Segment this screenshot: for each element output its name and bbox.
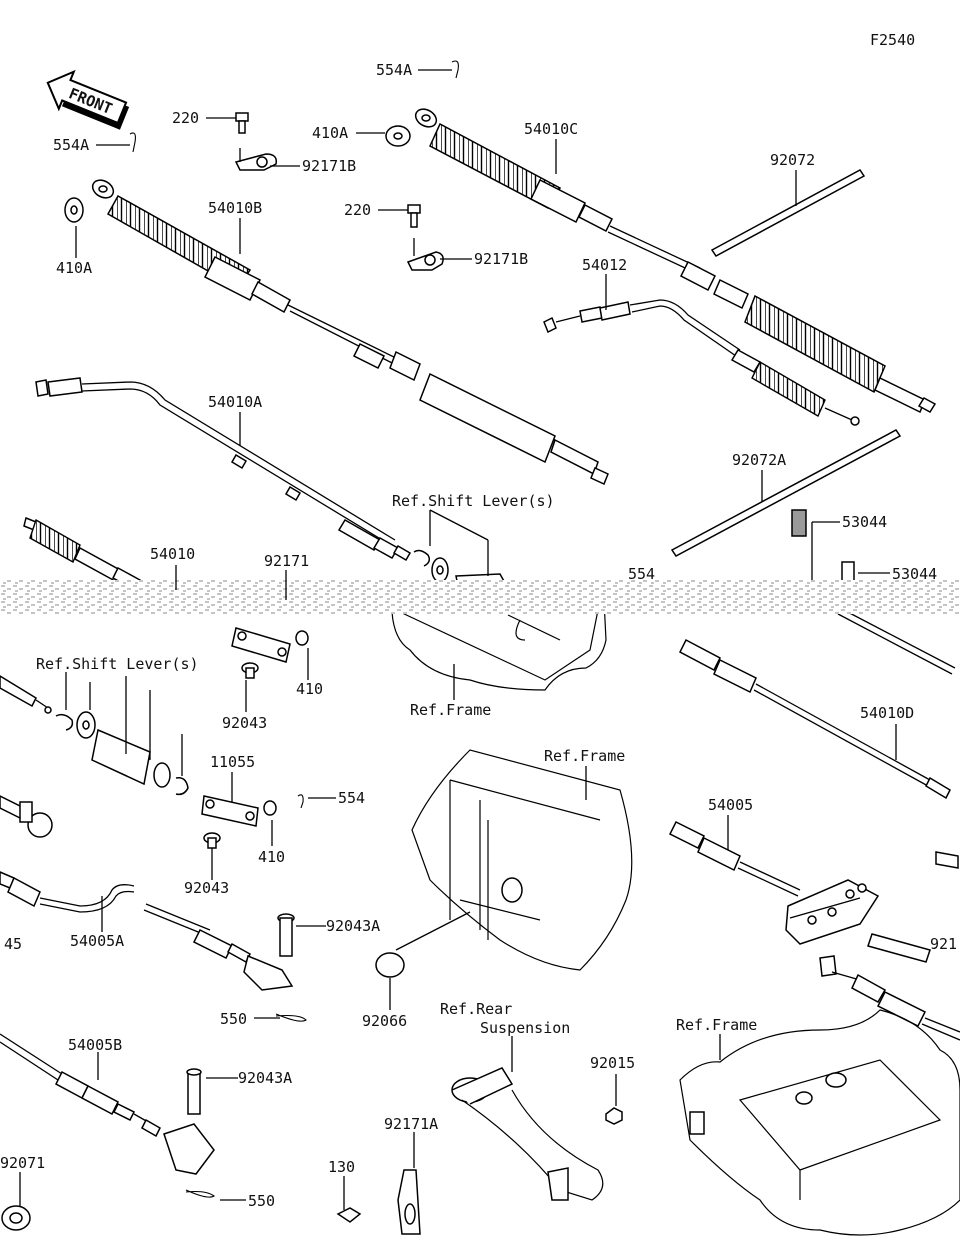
figure-code: F2540 [870,31,915,49]
label-92066: 92066 [362,1012,407,1030]
lever-92171 [231,627,291,663]
bolt-130 [336,1207,362,1223]
label-54005A: 54005A [70,932,124,950]
label-ref-shift-lever-upper: Ref.Shift Lever(s) [392,492,555,510]
label-130: 130 [328,1158,355,1176]
nut-92015 [605,1107,623,1125]
cotter-pin-550-a [275,1013,307,1022]
pin-92043-b [203,832,221,849]
suspension-ref [451,1067,604,1201]
cable-54010B [91,179,609,486]
clamp-92171B-a [234,148,278,171]
label-ref-rear-line1: Ref.Rear [440,1000,512,1018]
washer-410-b [263,800,277,816]
washer-410A-b [64,197,84,223]
label-54005B: 54005B [68,1036,122,1054]
cotter-pin-550-b [185,1189,215,1198]
cotter-pin-554A-left [129,132,136,153]
label-92171B-a: 92171B [302,157,356,175]
cable-54005B [0,1033,215,1175]
cable-tie-92072A [670,429,902,557]
label-554A-top: 554A [376,61,412,79]
cotter-pin-554-b [297,794,304,809]
cotter-pin-554A-top [451,60,459,79]
label-92043A-b: 92043A [238,1069,292,1087]
label-92072: 92072 [770,151,815,169]
label-54010A: 54010A [208,393,262,411]
label-554A-left: 554A [53,136,89,154]
frame-ref-middle [411,749,633,971]
label-92043-a: 92043 [222,714,267,732]
cable-tie-92072 [710,169,866,257]
pin-92043-a [241,662,259,679]
shift-lever-stack-lower [55,711,189,796]
frame-ref-lower [679,1009,960,1236]
cable-54012 [543,299,860,426]
label-410A-a: 410A [312,124,348,142]
label-92171: 92171 [264,552,309,570]
label-921: 921 [930,935,957,953]
label-554-a: 554 [628,565,655,583]
cable-lower-right [819,851,960,1041]
label-92072A: 92072A [732,451,786,469]
bolt-220-a [235,112,249,134]
leader-lines [19,69,897,1210]
spring-921 [867,933,931,963]
label-550-b: 550 [248,1192,275,1210]
cable-54010C [414,108,937,414]
pin-92043A-a [277,913,295,957]
label-ref-rear-line2: Suspension [480,1019,570,1037]
label-92043A-a: 92043A [326,917,380,935]
label-54012: 54012 [582,256,627,274]
cable-ends-left [0,675,53,838]
label-92015: 92015 [590,1054,635,1072]
front-arrow-icon: FRONT [46,69,130,130]
label-410-b: 410 [258,848,285,866]
label-53044-b: 53044 [892,565,937,583]
scan-noise-band [0,580,960,614]
part-53044-a [791,509,807,537]
label-ref-frame-lower: Ref.Frame [676,1016,757,1034]
label-220-a: 220 [172,109,199,127]
label-11055: 11055 [210,753,255,771]
label-ref-frame-middle: Ref.Frame [544,747,625,765]
label-45: 45 [4,935,22,953]
label-554-b: 554 [338,789,365,807]
label-220-b: 220 [344,201,371,219]
label-92071: 92071 [0,1154,45,1172]
label-92171A: 92171A [384,1115,438,1133]
label-54010C: 54010C [524,120,578,138]
cap-92066 [375,952,405,978]
label-410-a: 410 [296,680,323,698]
label-53044-a: 53044 [842,513,887,531]
frame-ref-upper [391,599,607,691]
label-550-a: 550 [220,1010,247,1028]
clamp-92171B-b [406,238,444,271]
cable-54010A [35,377,412,562]
label-92043-b: 92043 [184,879,229,897]
label-54005: 54005 [708,796,753,814]
label-54010B: 54010B [208,199,262,217]
grommet-92071 [1,1205,31,1231]
label-92171B-b: 92171B [474,250,528,268]
cable-54010 [23,516,141,592]
bolt-220-b [407,204,421,228]
label-54010D: 54010D [860,704,914,722]
label-ref-shift-lever-lower: Ref.Shift Lever(s) [36,655,199,673]
bracket-92171A [397,1169,421,1235]
label-54010: 54010 [150,545,195,563]
lever-11055 [201,795,259,827]
cable-54005A [0,871,294,991]
label-410A-b: 410A [56,259,92,277]
cable-54010D [679,607,956,800]
cable-54005 [668,820,880,945]
washer-410A-a [385,125,411,147]
callout-labels: 554A 554A 220 92171B 410A 54010C 92072 4… [0,61,957,1210]
washer-410-a [295,630,309,646]
label-ref-frame-upper: Ref.Frame [410,701,491,719]
